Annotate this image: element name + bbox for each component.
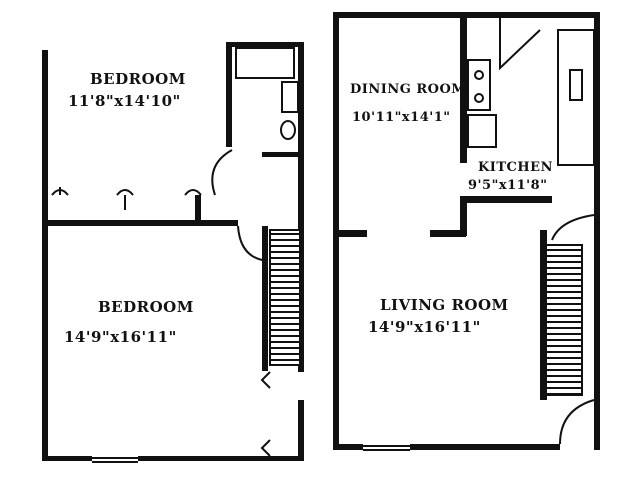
right-wall [298,42,304,372]
right-exterior-wall [594,12,600,450]
walls [42,12,600,461]
sink [569,69,583,101]
bath-left-wall [226,42,232,147]
bedroom-divider-wall [48,220,238,226]
stair-wall [262,226,268,371]
bottom-wall [138,456,303,461]
opening-marks [260,371,271,457]
room-size: 9'5"x11'8" [468,178,548,193]
closet-doors [51,187,202,210]
room-size: 14'9"x16'11" [368,318,481,336]
windows [92,445,410,463]
stair-treads [270,233,582,395]
sink [281,81,299,113]
dishwasher [467,114,497,148]
bottom-wall [410,444,560,450]
fixtures [51,18,595,457]
bath-top-wall [226,42,304,47]
stair-wall [540,230,547,400]
counter [557,29,595,166]
room-size: 11'8"x14'10" [68,92,181,110]
kitchen-counter-wall [460,18,467,163]
top-exterior-wall [333,12,600,18]
door-swing [551,214,595,241]
partition-wall [430,230,466,237]
bathtub [235,47,295,79]
kitchen-wall [460,196,467,236]
stove [467,59,491,111]
bottom-wall [42,456,92,461]
left-exterior-wall [42,50,48,460]
bottom-wall [333,444,363,450]
room-name: LIVING ROOM [380,296,509,314]
toilet [280,120,296,140]
door-swing [211,149,233,196]
room-name: BEDROOM [98,298,194,316]
partition-wall [339,230,367,237]
bath-bottom-wall [262,152,304,157]
closet-wall [195,195,201,223]
room-name: KITCHEN [478,160,553,175]
right-wall [298,400,304,461]
door-swing [237,225,263,261]
room-name: BEDROOM [90,70,186,88]
door-swing [559,399,595,445]
room-name: DINING ROOM [350,82,467,97]
left-exterior-wall [333,12,339,450]
room-size: 14'9"x16'11" [64,328,177,346]
kitchen-wall [460,196,552,203]
room-size: 10'11"x14'1" [352,110,451,125]
door-swing [499,18,541,71]
